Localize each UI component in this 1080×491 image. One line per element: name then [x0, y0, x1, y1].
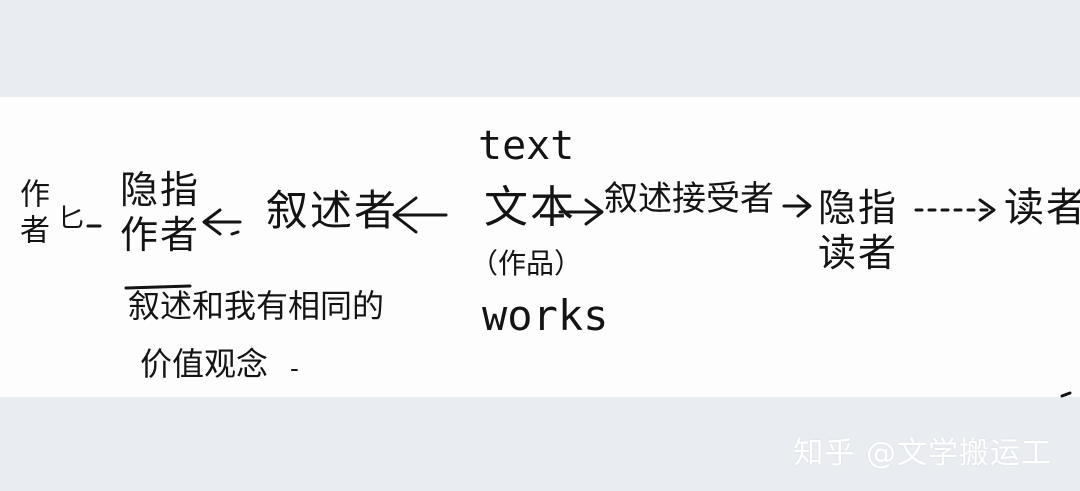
- author-margin-tail: 匕: [58, 204, 85, 234]
- implied-reader-label: 隐指读者: [818, 186, 899, 275]
- watermark: 知乎 @文学搬运工: [793, 436, 1052, 471]
- implied-author-label: 隐指作者: [120, 168, 201, 257]
- narrator-label: 叙述者: [266, 186, 399, 235]
- reader-label: 读者: [1004, 185, 1080, 231]
- note-tail-dash: -: [290, 354, 299, 384]
- text-center-label: 文本: [484, 182, 576, 233]
- paper-sheet: [0, 97, 1080, 397]
- works-paren-label: （作品）: [470, 247, 583, 280]
- author-margin-label: 作者: [14, 178, 49, 250]
- narratee-label: 叙述接受者: [604, 179, 774, 219]
- text-label: text: [478, 123, 575, 169]
- note-line-1: 叙述和我有相同的: [128, 287, 385, 325]
- works-label: works: [482, 291, 609, 340]
- note-line-2: 价值观念: [140, 345, 269, 383]
